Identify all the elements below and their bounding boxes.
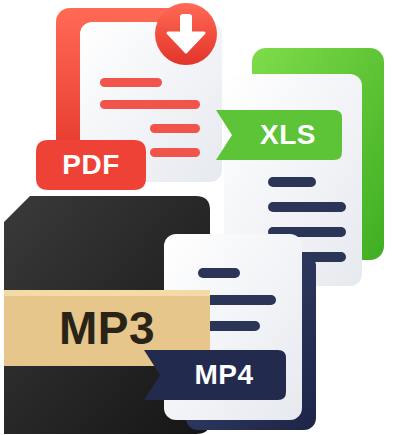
file-type-label: PDF [62,151,120,179]
file-type-label: MP4 [194,361,253,389]
file-type-ribbon: XLS [216,110,342,160]
file-type-label: MP3 [59,305,155,351]
file-type-tag: PDF [36,140,146,190]
file-type-tag: MP4 [144,350,286,400]
file-type-label: XLS [260,121,316,149]
